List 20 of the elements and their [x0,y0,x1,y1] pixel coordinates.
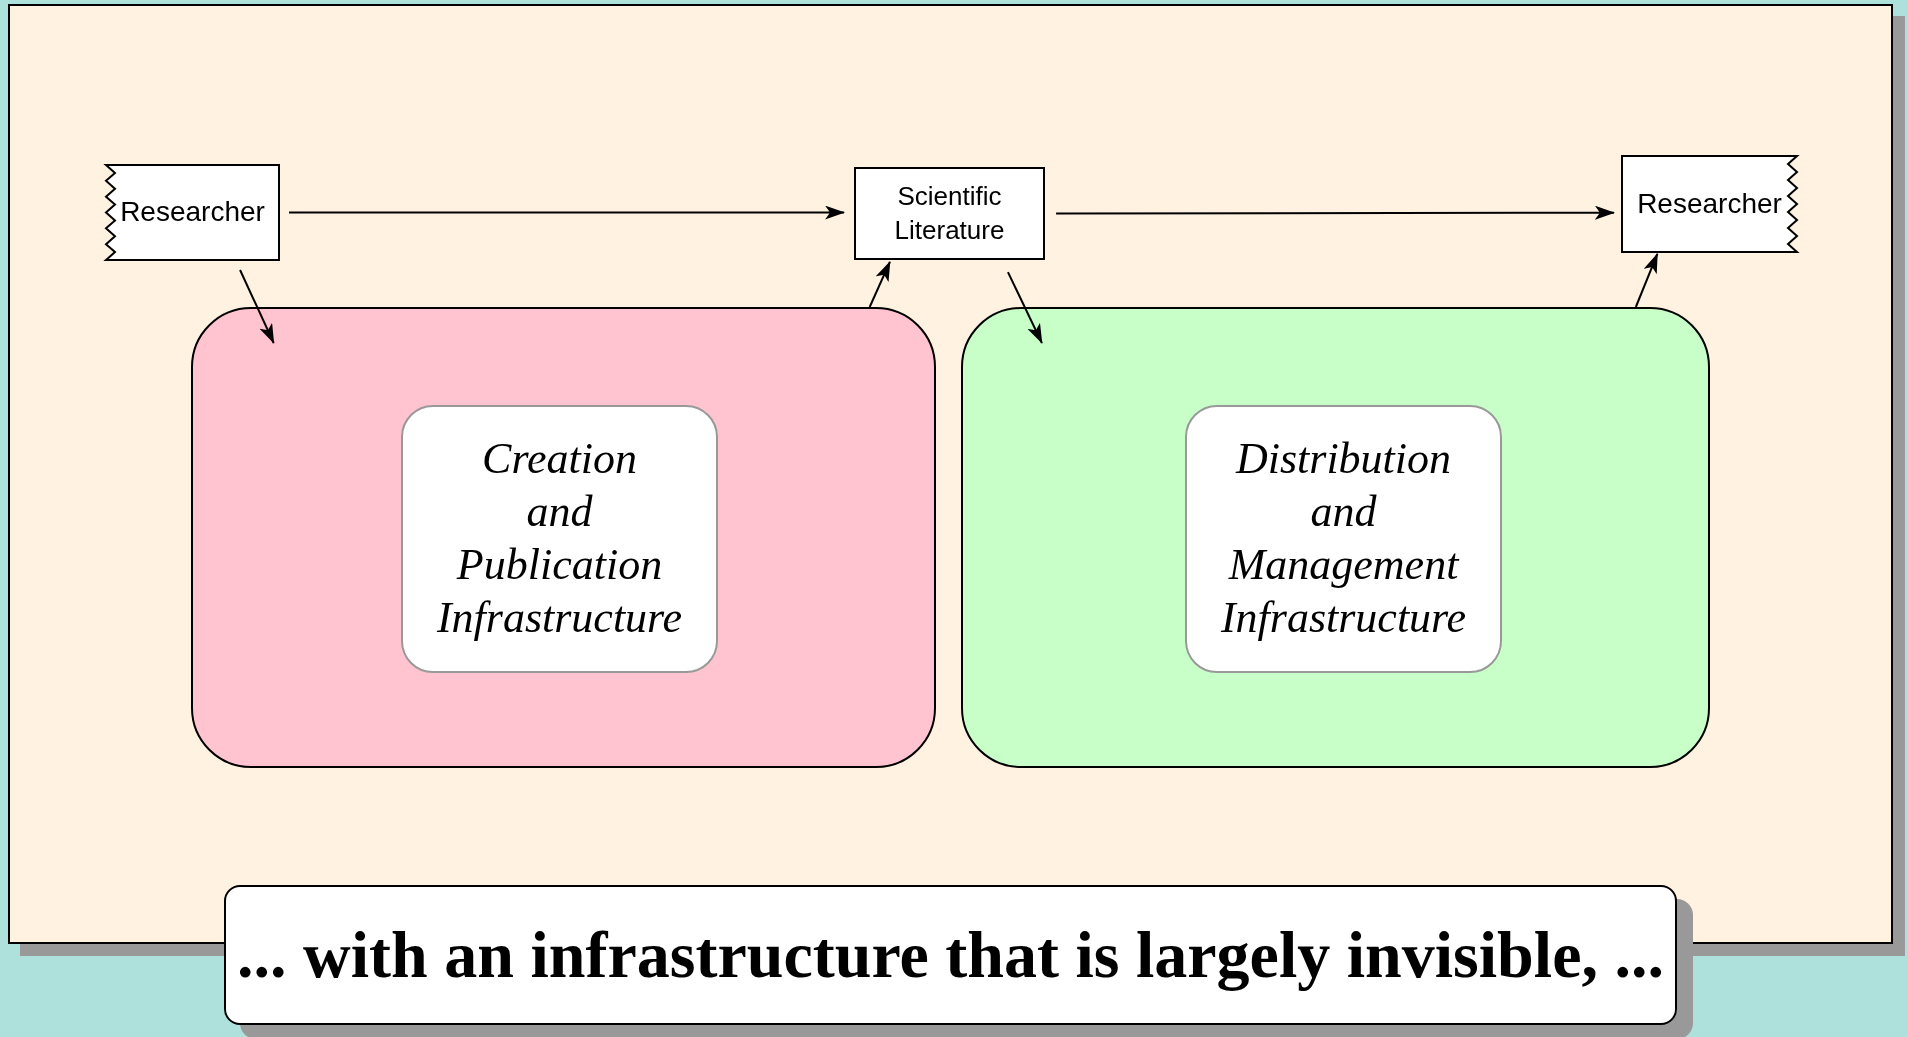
node-label: Distribution and Management Infrastructure [1219,433,1468,644]
researcher-box [106,165,279,260]
node-label: Researcher [1636,186,1783,221]
node-label: Researcher [119,195,266,230]
caption-banner [224,885,1677,1025]
arrow [1055,205,1615,220]
infrastructure-box [401,405,718,673]
node-label: Creation and Publication Infrastructure [435,433,684,644]
arrow [239,269,275,344]
caption-text: ... with an infrastructure that is largely invisible, ... [236,918,1665,992]
creation-panel [191,307,936,768]
arrow [1006,271,1043,344]
infrastructure-box [1185,405,1502,673]
node-label: Scientific Literature [893,179,1006,247]
distribution-panel [961,307,1710,768]
researcher-box [1622,156,1797,252]
arrow [1634,252,1659,308]
literature-box [854,167,1045,260]
arrow [288,205,846,220]
arrow [868,260,891,308]
